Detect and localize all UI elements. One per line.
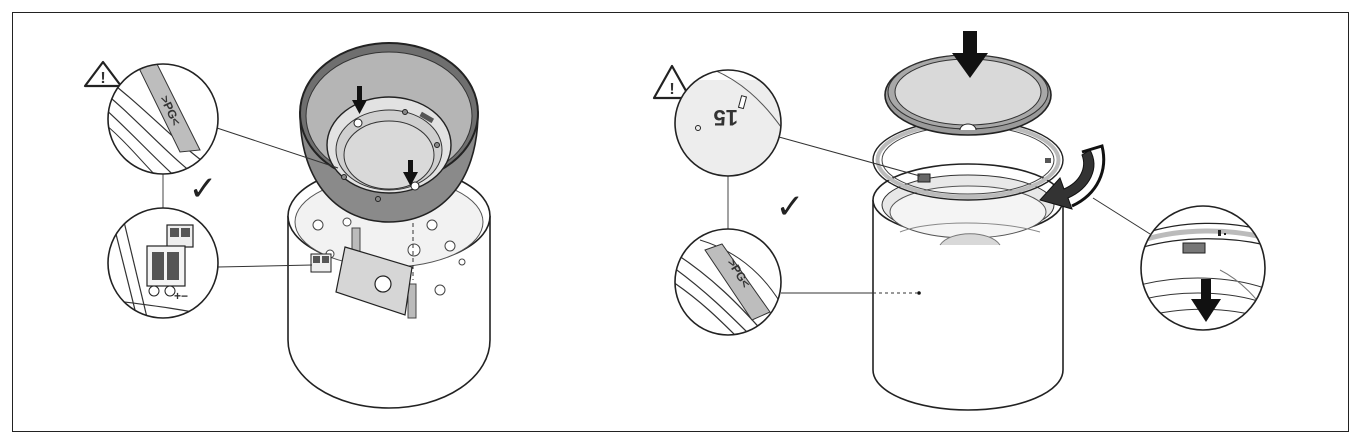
- housing-cylinder: [872, 163, 1064, 411]
- left-panel: ! ✓: [83, 42, 491, 409]
- press-down-arrow-icon: [952, 31, 988, 78]
- reflector-bowl: [299, 42, 479, 223]
- figure-frame: [12, 12, 1349, 432]
- down-arrow-icon: [1191, 279, 1221, 322]
- leader-line: [217, 264, 313, 268]
- down-arrow-icon: [403, 160, 418, 186]
- check-mark-icon: ✓: [776, 187, 805, 227]
- leader-line: [1092, 197, 1151, 235]
- leader-line: [216, 127, 339, 169]
- terminal-polarity-label: +−: [174, 289, 188, 303]
- rotate-arrow-icon: [1039, 144, 1106, 210]
- warning-icon: !: [83, 60, 123, 88]
- check-mark-icon: ✓: [189, 169, 218, 209]
- detail-callout-terminal: +−: [107, 207, 219, 319]
- down-arrow-icon: [352, 86, 367, 114]
- right-panel: ! ✓: [652, 31, 1266, 411]
- ring-number-text: 15: [714, 105, 738, 130]
- detail-callout-locking: [1140, 205, 1266, 331]
- warning-icon: !: [652, 64, 692, 100]
- detail-callout-ring-number: 15: [674, 69, 782, 177]
- warning-symbol: !: [669, 81, 674, 98]
- leader-line: [778, 136, 921, 177]
- warning-symbol: !: [100, 70, 105, 87]
- detail-callout-pg-label: >PG<: [674, 228, 782, 336]
- cover-disc: [884, 54, 1052, 136]
